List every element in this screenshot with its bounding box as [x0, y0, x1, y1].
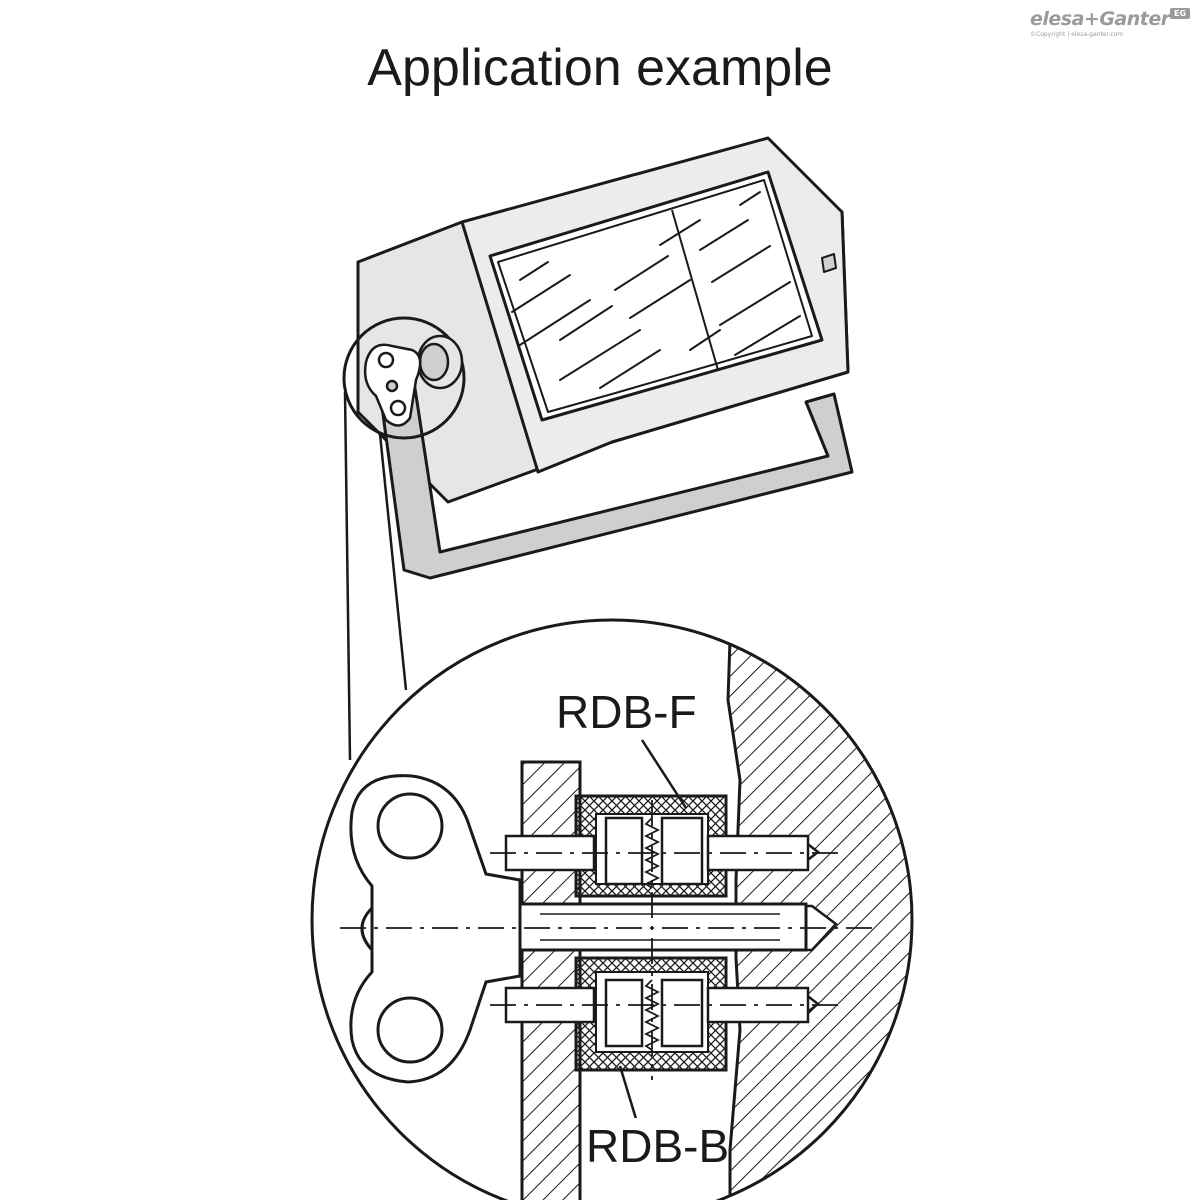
screen-glass-hatching	[511, 191, 801, 389]
label-rdb-b: RDB-B	[586, 1120, 729, 1172]
label-rdb-f-group: RDB-F	[556, 686, 697, 809]
brand-badge: EG	[1170, 8, 1190, 19]
label-rdb-f: RDB-F	[556, 686, 697, 738]
swivel-bracket	[378, 380, 854, 580]
page-title: Application example	[367, 39, 833, 97]
brand-copyright: ©Copyright | elesa-ganter.com	[1030, 31, 1124, 38]
section-detail-outline	[310, 618, 914, 1200]
label-rdb-b-group: RDB-B	[582, 1065, 729, 1172]
display-housing	[356, 136, 850, 504]
brand-name: elesa+Ganter	[1030, 8, 1170, 30]
detail-leader-lines	[343, 391, 408, 761]
pivot-detail-circle	[342, 316, 466, 440]
brand-logo[interactable]: elesa+Ganter EG ©Copyright | elesa-gante…	[1030, 8, 1190, 40]
wing-screw-small	[363, 343, 422, 427]
pivot-hub	[416, 334, 464, 390]
